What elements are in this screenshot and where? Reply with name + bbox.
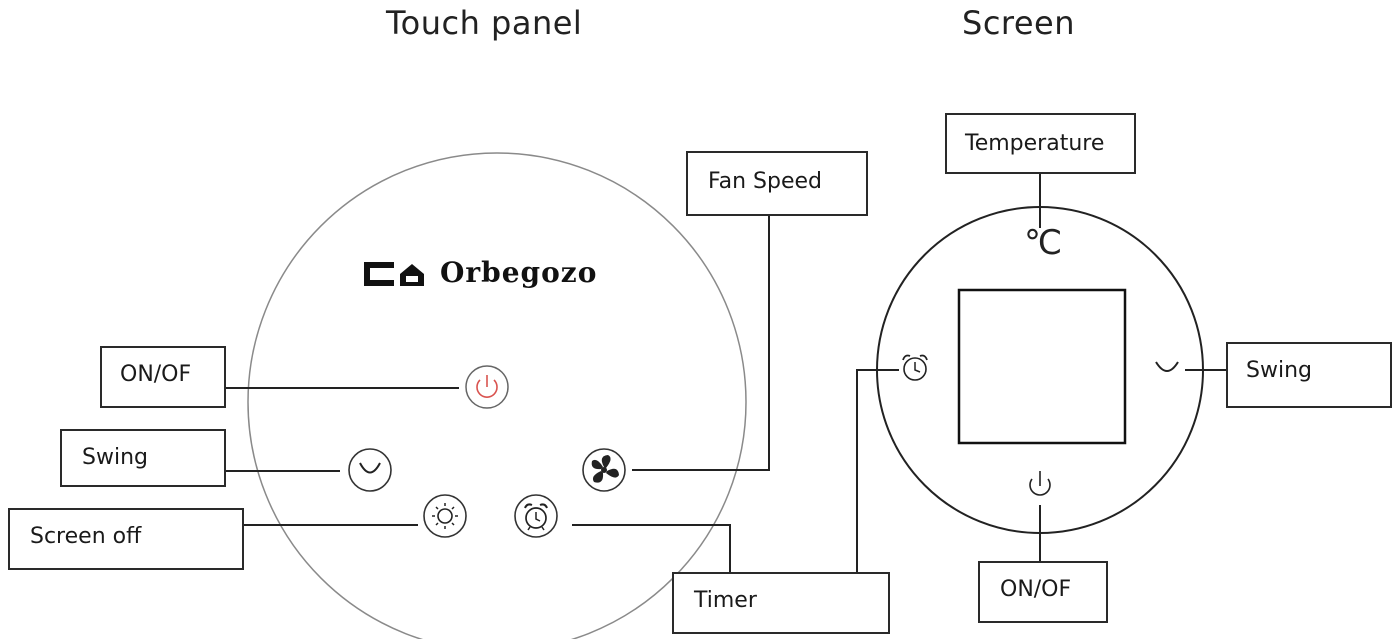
alarm-clock-icon[interactable] [514,494,558,538]
timer-leader [572,524,731,572]
on-off-text: ON/OF [120,362,192,387]
fan-speed-label: Fan Speed [686,151,868,216]
screen-swing-icon [1155,361,1179,372]
fan-speed-leader [632,216,770,471]
screen-off-text: Screen off [30,524,142,549]
screen-timer-leader [856,369,899,572]
touch-panel-circle [247,152,747,639]
screen-on-off-text: ON/OF [1000,577,1072,602]
temperature-label: Temperature [945,113,1136,174]
sun-icon[interactable] [423,494,467,538]
touch-panel-heading: Touch panel [386,4,583,42]
fan-speed-text: Fan Speed [708,169,823,194]
on-off-label: ON/OF [100,346,226,408]
timer-label: Timer [672,572,890,634]
swing-text: Swing [82,445,148,470]
screen-off-label: Screen off [8,508,244,570]
power-icon[interactable] [465,365,509,409]
swing-label: Swing [60,429,226,487]
temperature-text: Temperature [965,131,1105,156]
brand-logo-text: Orbegozo [440,256,598,289]
screen-swing-label: Swing [1226,342,1392,408]
screen-power-icon [1029,471,1051,496]
screen-swing-text: Swing [1246,358,1312,383]
timer-text: Timer [694,588,757,613]
swing-icon[interactable] [348,448,392,492]
screen-alarm-clock-icon [902,354,928,381]
celsius-icon: ℃ [1024,223,1063,263]
brand-logo-mark [364,262,424,286]
screen-display-square [957,288,1127,445]
screen-on-off-label: ON/OF [978,561,1108,623]
fan-icon[interactable] [582,448,626,492]
screen-heading: Screen [962,4,1076,42]
